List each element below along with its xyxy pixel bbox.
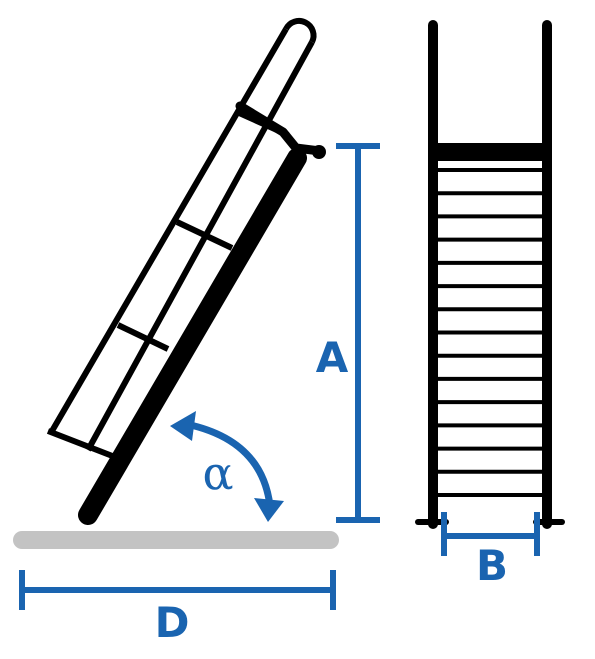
- handrail-rung: [175, 219, 234, 251]
- side-stringer: [78, 148, 307, 525]
- bracket-knob: [312, 145, 326, 159]
- top-bracket: [235, 101, 325, 156]
- handrail-bottom-connector: [46, 428, 117, 460]
- angle-indicator: α: [170, 411, 284, 522]
- angle-arrowhead-bottom: [254, 498, 284, 522]
- handrail-inner-rail: [85, 40, 315, 452]
- dimension-b-label: B: [476, 541, 508, 590]
- handrail-rung: [116, 322, 170, 352]
- angle-label: α: [202, 446, 233, 500]
- handrail-top-cap: [283, 17, 317, 44]
- handrail-rung: [235, 109, 290, 138]
- dimension-d-label: D: [155, 598, 190, 647]
- dimension-b: [441, 512, 540, 556]
- angle-arrowhead-top: [170, 411, 196, 441]
- dimension-d: [19, 570, 336, 610]
- angle-arc: [185, 420, 274, 507]
- front-steps-group: [433, 168, 547, 497]
- side-view-ladder: [46, 17, 326, 525]
- front-view-ladder: [415, 20, 565, 529]
- dimension-a-label: A: [316, 333, 349, 382]
- handrail-outer-rail: [49, 27, 289, 433]
- dimension-a: [336, 143, 380, 523]
